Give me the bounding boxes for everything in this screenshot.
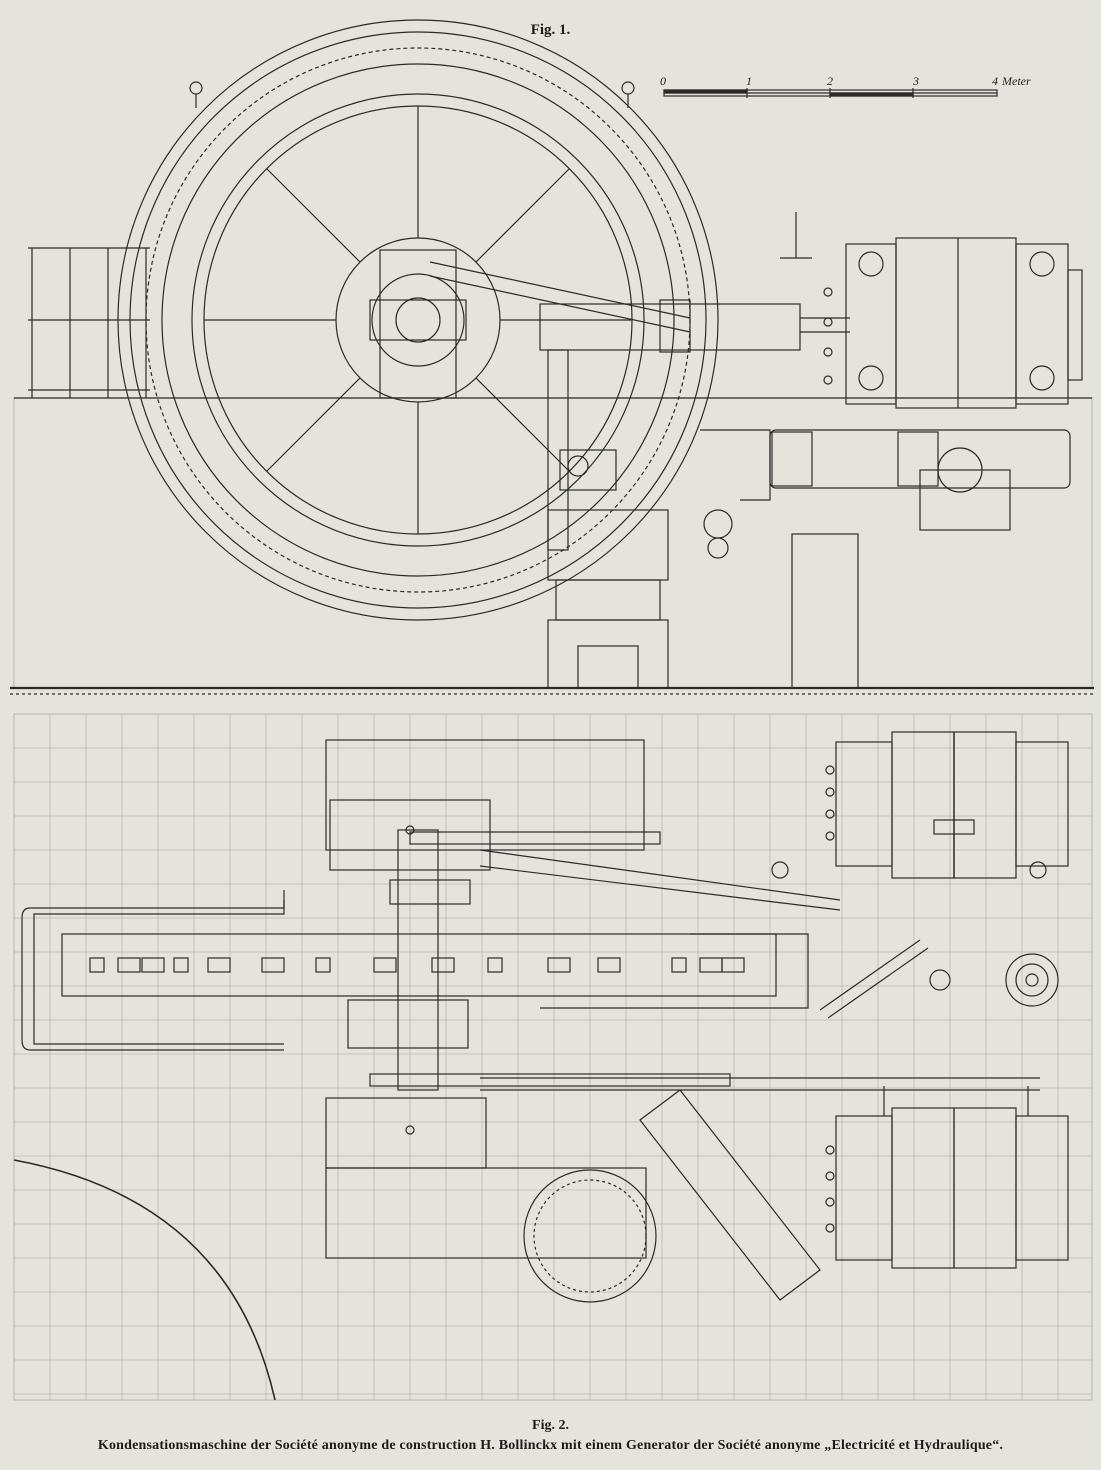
- beam-slot: [89, 957, 105, 973]
- generator: [780, 212, 1083, 409]
- beam-slot: [117, 957, 141, 973]
- beam-slot: [671, 957, 687, 973]
- scale-unit-label: Meter: [1002, 74, 1031, 88]
- condenser: [547, 429, 1071, 689]
- railing: [28, 247, 150, 398]
- beam-slot: [721, 957, 745, 973]
- scale-tick-label-4: 4: [992, 74, 998, 88]
- beam-slot: [141, 957, 165, 973]
- beam-slot: [699, 957, 723, 973]
- scale-tick-label-3: 3: [913, 74, 919, 88]
- scale-tick-label-1: 1: [746, 74, 752, 88]
- beam-slot: [173, 957, 189, 973]
- figure-1-label: Fig. 1.: [530, 22, 571, 38]
- beam-slot: [547, 957, 571, 973]
- beam-slot: [261, 957, 285, 973]
- figure-2-label: Fig. 2.: [532, 1418, 569, 1433]
- flywheel: [117, 19, 719, 621]
- beam-slot: [431, 957, 455, 973]
- beam-slot: [373, 957, 397, 973]
- beam-slot: [315, 957, 331, 973]
- scale-tick-label-0: 0: [660, 74, 666, 88]
- beam-slot: [597, 957, 621, 973]
- plan-view: [13, 713, 1093, 1401]
- beam-slot: [207, 957, 231, 973]
- scale-bar: [663, 88, 998, 98]
- figure-caption: Kondensationsmaschine der Société anonym…: [97, 1438, 1004, 1453]
- scale-tick-label-2: 2: [827, 74, 833, 88]
- beam-slot: [487, 957, 503, 973]
- crank-mechanism: [429, 261, 850, 551]
- elevation-view: [10, 19, 1094, 695]
